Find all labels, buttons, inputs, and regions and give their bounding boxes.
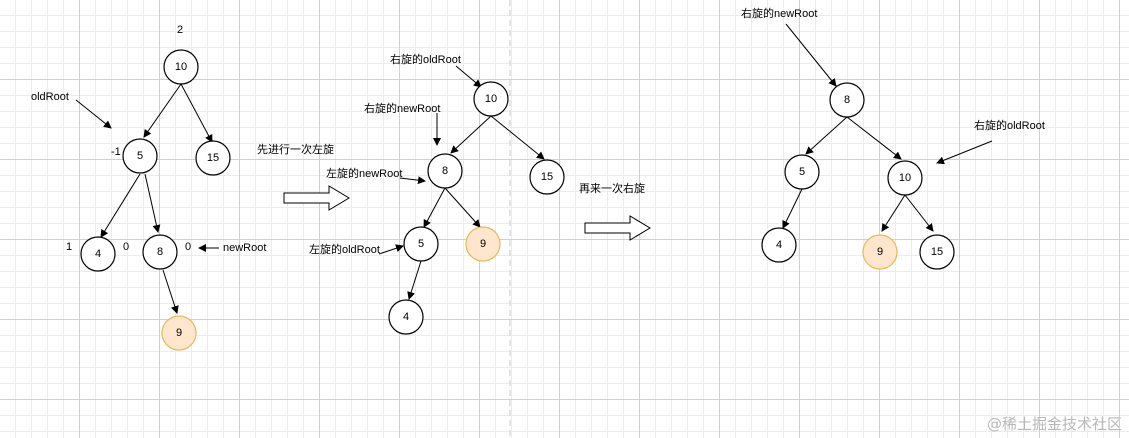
node-5 (403, 226, 439, 262)
edge-8-5 (423, 187, 446, 228)
node-15 (529, 159, 565, 195)
node-10 (887, 160, 923, 196)
edge-10-15 (904, 194, 934, 232)
node-4-label: 4 (95, 248, 101, 260)
node-8-balance-right: 0 (185, 241, 191, 253)
node-10-label: 10 (175, 61, 187, 73)
edge-10-15 (180, 83, 213, 143)
node-8 (829, 82, 865, 118)
edge-5-4 (100, 173, 141, 238)
step-2-label: 再来一次右旋 (579, 181, 645, 195)
node-9-highlighted (862, 234, 898, 270)
new-root-label: newRoot (223, 242, 266, 254)
node-10-label: 10 (899, 172, 911, 184)
right-new-root-label: 右旋的newRoot (741, 6, 817, 20)
edge-5-4 (407, 260, 422, 300)
right-old-root-arrow (455, 65, 482, 88)
edge-10-15 (490, 115, 545, 160)
edge-8-9 (162, 269, 179, 314)
node-15 (195, 140, 231, 176)
node-4 (80, 236, 116, 272)
node-8-label: 8 (157, 246, 163, 258)
node-4-label: 4 (403, 311, 409, 323)
node-15-label: 15 (207, 152, 219, 164)
right-new-root-arrow (785, 23, 837, 87)
node-8 (142, 234, 178, 270)
node-4-balance-factor: 1 (66, 241, 72, 253)
step-2: 再来一次右旋 (579, 181, 651, 241)
right-old-root-arrow (936, 140, 993, 165)
node-15 (919, 234, 955, 270)
node-5 (784, 154, 820, 190)
edge-10-5 (143, 83, 182, 138)
panel-1-tree: 10 5 15 4 8 9 2 oldRoot -1 1 0 0 newRoot (31, 24, 266, 351)
node-9-label: 9 (480, 238, 486, 250)
edge-8-9 (444, 187, 481, 228)
node-9-highlighted (161, 315, 197, 351)
step-1-arrow-icon (283, 185, 350, 211)
panel-3-tree: 8 5 10 4 9 15 右旋的newRoot 右旋的oldRoot (741, 6, 1045, 270)
old-root-label: oldRoot (31, 91, 69, 103)
right-new-root-label: 右旋的newRoot (364, 101, 440, 115)
edge-8-5 (805, 116, 848, 155)
node-4 (388, 299, 424, 335)
node-5-label: 5 (418, 238, 424, 250)
watermark: @稀土掘金技术社区 (987, 415, 1122, 433)
node-5-balance-factor: -1 (111, 146, 121, 158)
node-5-label: 5 (137, 150, 143, 162)
edge-5-4 (782, 188, 803, 229)
node-10 (163, 49, 199, 85)
old-root-arrow (75, 99, 112, 129)
node-5 (122, 138, 158, 174)
node-15-label: 15 (931, 246, 943, 258)
right-old-root-label: 右旋的oldRoot (390, 52, 461, 66)
node-9-highlighted (465, 226, 501, 262)
node-9-label: 9 (176, 327, 182, 339)
left-old-root-arrow (378, 244, 404, 255)
edge-5-8 (144, 173, 161, 233)
node-5-label: 5 (799, 166, 805, 178)
node-10-label: 10 (485, 93, 497, 105)
left-new-root-arrow (399, 176, 426, 185)
step-1: 先进行一次左旋 (257, 142, 350, 211)
node-4-label: 4 (776, 239, 782, 251)
edge-8-10 (846, 116, 902, 160)
node-15-label: 15 (541, 171, 553, 183)
left-new-root-label: 左旋的newRoot (326, 166, 402, 180)
node-8-label: 8 (844, 94, 850, 106)
step-2-arrow-icon (584, 215, 651, 241)
node-10 (473, 81, 509, 117)
node-9-label: 9 (877, 246, 883, 258)
root-balance-factor: 2 (177, 24, 183, 36)
node-8-balance-left: 0 (123, 241, 129, 253)
node-8 (427, 153, 463, 189)
edge-10-9 (881, 194, 906, 232)
step-1-label: 先进行一次左旋 (257, 142, 334, 156)
right-old-root-label: 右旋的oldRoot (974, 118, 1045, 132)
panel-2-tree: 10 8 15 5 9 4 右旋的oldRoot 右旋的newRoot 左旋的n… (309, 52, 565, 335)
node-8-label: 8 (442, 165, 448, 177)
node-4 (761, 227, 797, 263)
left-old-root-label: 左旋的oldRoot (309, 242, 380, 256)
edge-10-8 (450, 115, 492, 154)
